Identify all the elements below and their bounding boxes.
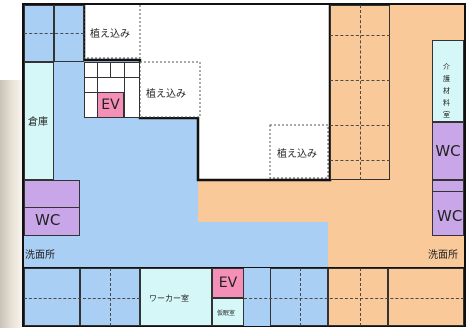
label-plant-top: 植え込み — [90, 29, 130, 40]
photo-edge — [0, 80, 22, 328]
worker-room: ワーカー室 — [140, 268, 212, 326]
care-storage-room: 介護材料室 — [432, 40, 464, 122]
storage-label: 倉庫 — [28, 117, 48, 128]
label-plant-right: 植え込み — [277, 149, 317, 160]
wc-right-upper-label: WC — [435, 142, 461, 160]
label-washroom-left: 洗面所 — [25, 250, 55, 261]
wc-right-lower: WC — [432, 180, 464, 236]
care-storage-label: 介護材料室 — [443, 63, 450, 119]
wc-left: WC — [24, 180, 80, 236]
ev-upper-label: EV — [101, 97, 120, 113]
wc-left-label: WC — [35, 211, 61, 229]
ev-lower: EV — [212, 268, 244, 298]
ev-upper: EV — [97, 92, 124, 118]
wc-right-lower-label: WC — [437, 207, 463, 225]
wc-right-upper: WC — [432, 122, 464, 180]
storage-room: 倉庫 — [24, 62, 54, 180]
label-plant-mid: 植え込み — [146, 89, 186, 100]
worker-room-label: ワーカー室 — [149, 294, 189, 303]
nap-room-label: 仮眠室 — [217, 310, 236, 317]
ev-lower-label: EV — [218, 275, 238, 291]
label-washroom-right: 洗面所 — [428, 250, 458, 261]
nap-room: 仮眠室 — [212, 298, 244, 326]
